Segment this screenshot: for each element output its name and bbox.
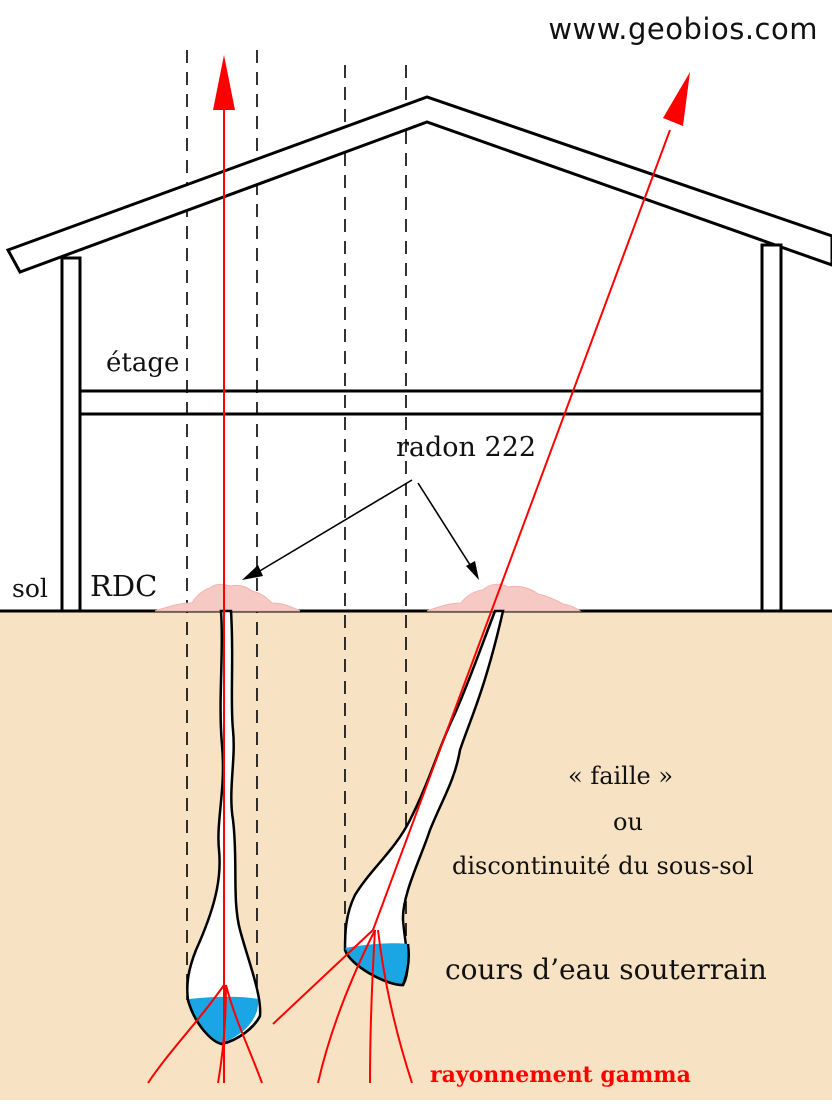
gamma-rays bbox=[147, 95, 671, 1084]
influence-zone-right bbox=[344, 65, 407, 950]
label-upper-floor: étage bbox=[106, 348, 180, 378]
radon-arrowhead-left bbox=[242, 565, 263, 580]
ray-arrowhead-left bbox=[213, 55, 235, 110]
site-url: www.geobios.com bbox=[548, 12, 818, 46]
fault-left-outline-top bbox=[186, 999, 262, 1046]
label-gamma-radiation: rayonnement gamma bbox=[430, 1062, 691, 1088]
label-fault-line2: ou bbox=[613, 808, 643, 836]
label-fault-line1: « faille » bbox=[568, 762, 674, 790]
radon-pointer-arrows bbox=[257, 479, 473, 573]
radon-cloud-right bbox=[426, 583, 582, 612]
ray-arrowhead-right bbox=[663, 72, 690, 126]
label-ground-floor: RDC bbox=[90, 569, 158, 603]
house-walls bbox=[60, 243, 783, 613]
roof bbox=[5, 95, 832, 274]
radon-cloud-left bbox=[154, 583, 301, 612]
water-pocket-right bbox=[345, 943, 409, 985]
fault-right-outline-bottom bbox=[343, 943, 411, 987]
label-underground-water: cours d’eau souterrain bbox=[445, 953, 767, 986]
label-ground: sol bbox=[12, 574, 48, 603]
radon-arrowhead-right bbox=[466, 561, 479, 580]
label-radon: radon 222 bbox=[396, 432, 537, 463]
upper-floor-slab bbox=[80, 389, 762, 416]
label-fault-line3: discontinuité du sous-sol bbox=[452, 852, 754, 880]
